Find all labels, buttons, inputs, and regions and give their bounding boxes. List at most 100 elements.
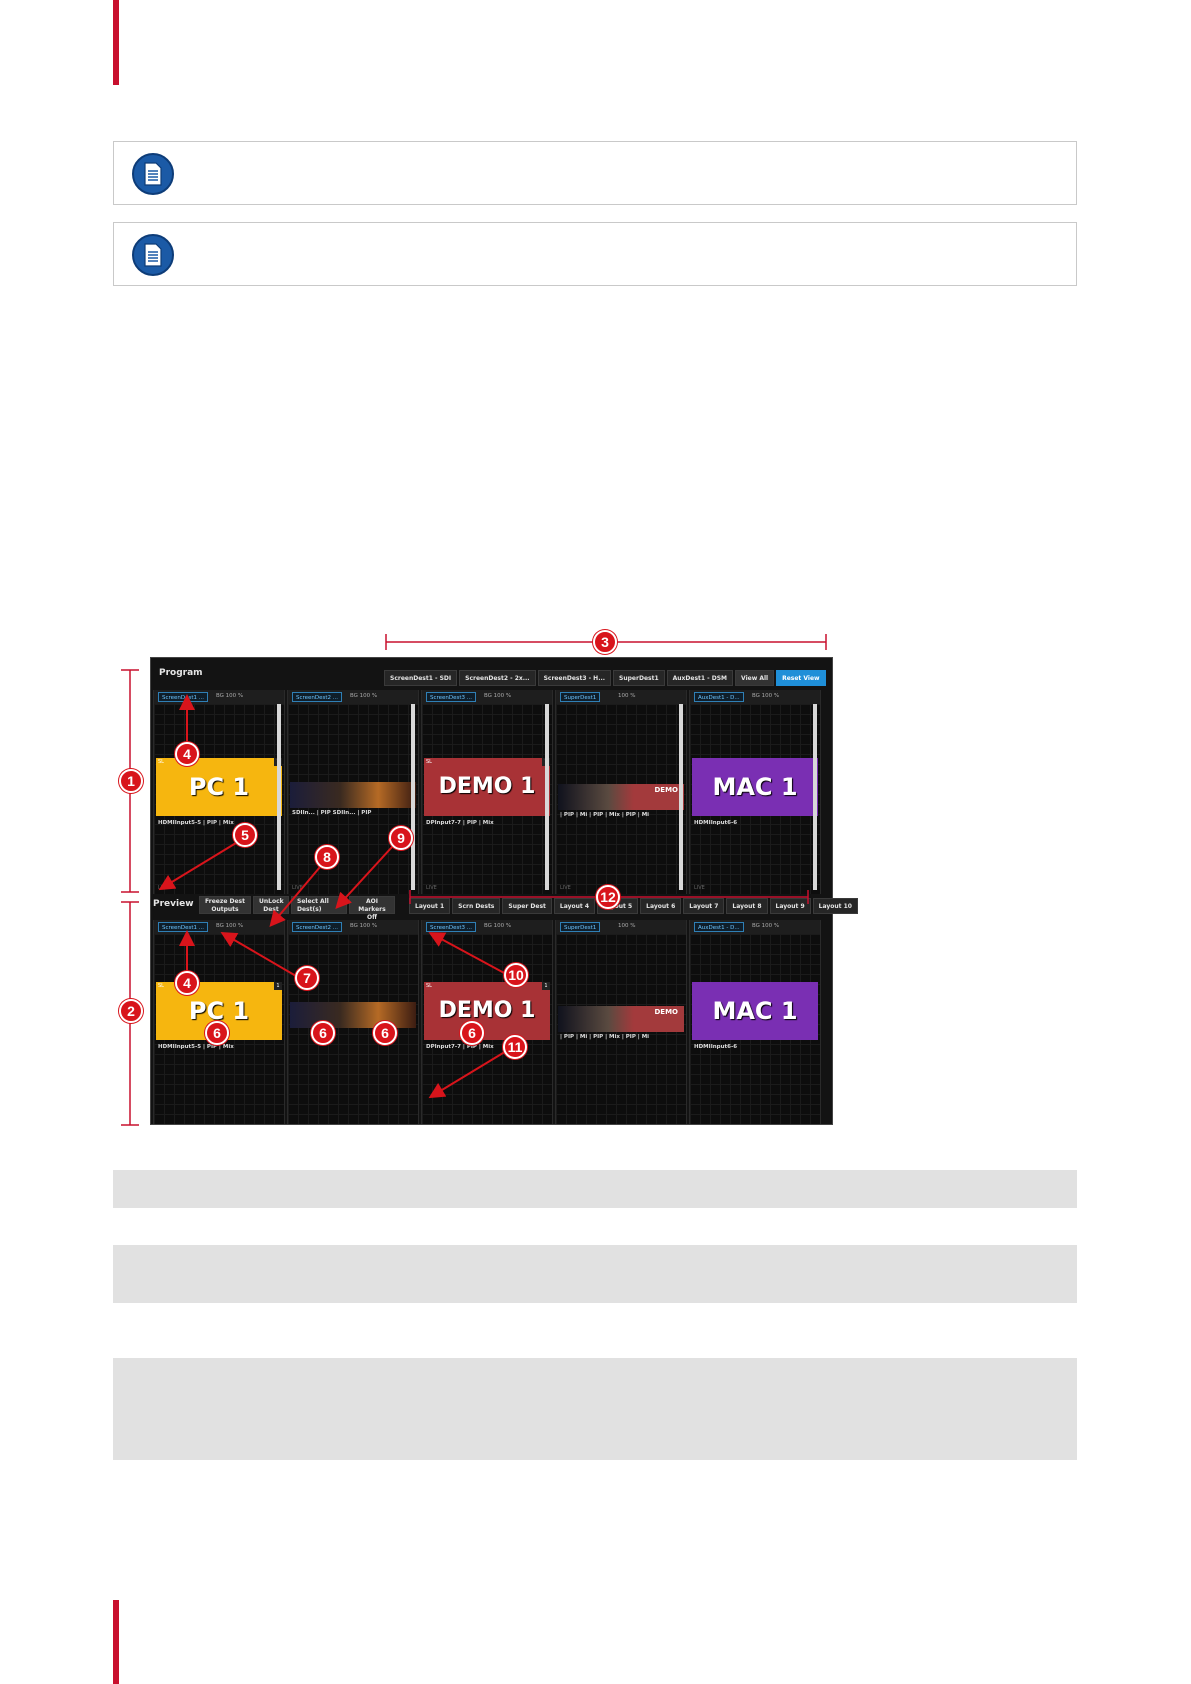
bg-level: BG 100 % <box>216 693 244 699</box>
program-dest-5[interactable]: AuxDest1 - D... BG 100 % MAC 1 HDMIInput… <box>689 690 821 894</box>
tab-layout-1[interactable]: Layout 1 <box>409 898 451 914</box>
super-thumbnail[interactable]: DEMO <box>558 784 684 810</box>
preview-toolbar: Freeze Dest Outputs UnLock Dest Select A… <box>199 896 395 921</box>
scrollbar[interactable] <box>813 704 817 890</box>
callout-4: 4 <box>175 742 199 766</box>
super-thumbnail[interactable]: DEMO <box>558 1006 684 1032</box>
program-preview-screenshot: Program ScreenDest1 - SDI ScreenDest2 - … <box>150 657 858 1125</box>
reset-view-button[interactable]: Reset View <box>776 670 826 686</box>
callout-5: 5 <box>233 823 257 847</box>
program-dest-2[interactable]: ScreenDest2 ... BG 100 % SDIIn... | PIP … <box>287 690 419 894</box>
dest-name-tab[interactable]: AuxDest1 - D... <box>694 922 744 932</box>
dest-name-tab[interactable]: AuxDest1 - D... <box>694 692 744 702</box>
dest-name-tab[interactable]: ScreenDest2 ... <box>292 922 343 932</box>
bg-level: 100 % <box>618 923 636 929</box>
note-box-1 <box>113 141 1077 205</box>
callout-11: 11 <box>503 1035 527 1059</box>
view-all-button[interactable]: View All <box>735 670 775 686</box>
callout-6a: 6 <box>205 1021 229 1045</box>
dest-name-tab[interactable]: ScreenDest2 ... <box>292 692 343 702</box>
tab-layout-4[interactable]: Layout 4 <box>553 898 596 914</box>
note-box-2 <box>113 222 1077 286</box>
program-dest-4[interactable]: SuperDest1 100 % DEMO | PIP | Mi | PIP |… <box>555 690 687 894</box>
table-header-row <box>113 1170 1077 1208</box>
tab-layout-8[interactable]: Layout 8 <box>726 898 768 914</box>
callout-3: 3 <box>593 630 617 654</box>
tab-scrn-dests[interactable]: Scrn Dests <box>452 898 501 914</box>
layer-mac1[interactable]: MAC 1 <box>692 758 818 816</box>
callout-2: 2 <box>119 999 143 1023</box>
dest-name-tab[interactable]: ScreenDest3 ... <box>426 922 477 932</box>
tab-screendest3[interactable]: ScreenDest3 - H... <box>537 670 612 686</box>
callout-6b: 6 <box>311 1021 335 1045</box>
callout-7: 7 <box>295 966 319 990</box>
callout-10: 10 <box>504 963 528 987</box>
aoi-markers-button[interactable]: AOI Markers Off <box>349 896 395 921</box>
dest-name-tab[interactable]: ScreenDest3 ... <box>426 692 477 702</box>
layer-caption: HDMIInput5-5 | PIP | Mix <box>158 1044 234 1050</box>
tab-superdest1[interactable]: SuperDest1 <box>613 670 665 686</box>
tab-super-dest[interactable]: Super Dest <box>502 898 552 914</box>
program-label: Program <box>159 668 203 678</box>
scrollbar[interactable] <box>545 704 549 890</box>
bg-level: BG 100 % <box>350 923 378 929</box>
layer-mac1[interactable]: MAC 1 <box>692 982 818 1040</box>
tab-screendest2[interactable]: ScreenDest2 - 2x... <box>459 670 536 686</box>
layer-demo1[interactable]: SL 1 DEMO 1 <box>424 758 550 816</box>
note-document-icon <box>132 234 174 276</box>
sdi-thumbnail[interactable] <box>290 1002 416 1028</box>
sdi-thumbnail[interactable] <box>290 782 416 808</box>
dest-name-tab[interactable]: ScreenDest1 ... <box>158 922 209 932</box>
bg-level: BG 100 % <box>752 693 780 699</box>
callout-8: 8 <box>315 845 339 869</box>
callout-6c: 6 <box>373 1021 397 1045</box>
layer-caption: | PIP | Mi | PIP | Mix | PIP | Mi <box>560 1034 650 1040</box>
preview-dest-4[interactable]: SuperDest1 100 % DEMO | PIP | Mi | PIP |… <box>555 920 687 1124</box>
tab-screendest1[interactable]: ScreenDest1 - SDI <box>384 670 458 686</box>
tab-layout-7[interactable]: Layout 7 <box>683 898 725 914</box>
layer-caption: HDMIInput5-5 | PIP | Mix <box>158 820 234 826</box>
scrollbar[interactable] <box>411 704 415 890</box>
preview-label: Preview <box>153 899 194 909</box>
layer-pc1[interactable]: SL 1 PC 1 <box>156 982 282 1040</box>
bg-level: 100 % <box>618 693 636 699</box>
layer-demo1[interactable]: SL 1 DEMO 1 <box>424 982 550 1040</box>
layer-pc1[interactable]: SL 1 PC 1 <box>156 758 282 816</box>
bg-level: BG 100 % <box>350 693 378 699</box>
layout-tabs: Layout 1 Scrn Dests Super Dest Layout 4 … <box>409 898 858 914</box>
layer-caption: DPInput7-7 | PIP | Mix <box>426 1044 494 1050</box>
layer-caption: | PIP | Mi | PIP | Mix | PIP | Mi <box>560 812 650 818</box>
program-dest-1[interactable]: ScreenDest1 ... BG 100 % SL 1 PC 1 HDMII… <box>153 690 285 894</box>
callout-4b: 4 <box>175 971 199 995</box>
bg-level: BG 100 % <box>216 923 244 929</box>
table-row-shaded-1 <box>113 1245 1077 1303</box>
tab-layout-9[interactable]: Layout 9 <box>769 898 811 914</box>
tab-layout-6[interactable]: Layout 6 <box>640 898 682 914</box>
scrollbar[interactable] <box>277 704 281 890</box>
note-document-icon <box>132 153 174 195</box>
layer-caption: HDMIInput6-6 <box>694 1044 738 1050</box>
tab-layout-10[interactable]: Layout 10 <box>812 898 858 914</box>
dest-name-tab[interactable]: SuperDest1 <box>560 922 601 932</box>
select-all-dests-toggle[interactable]: Select All Dest(s) <box>291 896 347 914</box>
callout-1: 1 <box>119 769 143 793</box>
program-dest-3[interactable]: ScreenDest3 ... BG 100 % SL 1 DEMO 1 DPI… <box>421 690 553 894</box>
callout-12: 12 <box>596 885 620 909</box>
unlock-dest-button[interactable]: UnLock Dest <box>253 896 289 914</box>
callout-6d: 6 <box>460 1021 484 1045</box>
preview-dest-5[interactable]: AuxDest1 - D... BG 100 % MAC 1 HDMIInput… <box>689 920 821 1124</box>
bg-level: BG 100 % <box>484 693 512 699</box>
header-red-bar <box>113 0 119 85</box>
dest-name-tab[interactable]: SuperDest1 <box>560 692 601 702</box>
preview-dest-2[interactable]: ScreenDest2 ... BG 100 % <box>287 920 419 1124</box>
layer-caption: SDIIn... | PIP SDIIn... | PIP <box>292 810 372 816</box>
layer-caption: DPInput7-7 | PIP | Mix <box>426 820 494 826</box>
tab-auxdest1[interactable]: AuxDest1 - DSM <box>666 670 734 686</box>
scrollbar[interactable] <box>679 704 683 890</box>
bg-level: BG 100 % <box>752 923 780 929</box>
dest-name-tab[interactable]: ScreenDest1 ... <box>158 692 209 702</box>
bg-level: BG 100 % <box>484 923 512 929</box>
freeze-dest-outputs-button[interactable]: Freeze Dest Outputs <box>199 896 251 914</box>
preview-dest-3[interactable]: ScreenDest3 ... BG 100 % SL 1 DEMO 1 DPI… <box>421 920 553 1124</box>
program-dest-tabs: ScreenDest1 - SDI ScreenDest2 - 2x... Sc… <box>384 670 826 686</box>
